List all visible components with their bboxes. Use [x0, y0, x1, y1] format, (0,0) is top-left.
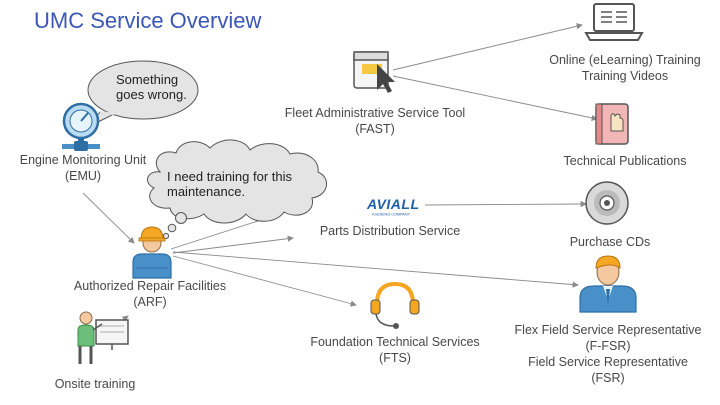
worker-icon: [132, 226, 172, 279]
arf-to-parts-line: [172, 235, 294, 254]
arf-to-fsr-line: [172, 251, 579, 288]
aviall-to-cds-line: [424, 200, 587, 208]
label-line: Field Service Representative: [528, 355, 688, 369]
node-label-parts: Parts Distribution Service: [300, 223, 480, 239]
node-label-fts: Foundation Technical Services (FTS): [295, 334, 495, 366]
book-icon: [595, 103, 629, 145]
label-line: (EMU): [64, 169, 102, 183]
node-label-fast: Fleet Administrative Service Tool (FAST): [270, 105, 480, 137]
label-line: Fleet Administrative Service Tool: [284, 106, 466, 120]
node-label-elearning: Online (eLearning) Training Training Vid…: [530, 52, 720, 84]
label-line: Technical Publications: [563, 154, 687, 168]
fast-to-publications-line: [392, 75, 598, 121]
label-line: (F-FSR): [585, 339, 631, 353]
label-line: Purchase CDs: [569, 235, 651, 249]
aviall-logo-brand: AVIALL: [366, 196, 420, 212]
bubble-line: goes wrong.: [116, 87, 187, 102]
label-line: Training Videos: [581, 69, 669, 83]
bubble-line: Something: [116, 72, 179, 87]
label-line: Authorized Repair Facilities: [73, 279, 227, 293]
arf-to-fts-line: [172, 255, 357, 307]
node-label-onsite: Onsite training: [40, 376, 150, 392]
presentation-icon: [77, 311, 129, 364]
node-label-publications: Technical Publications: [530, 153, 720, 169]
gauge-icon: [62, 102, 100, 151]
bubble-need-training-text: I need training for this maintenance.: [167, 169, 292, 199]
node-label-cds: Purchase CDs: [545, 234, 675, 250]
connectors: [82, 23, 598, 336]
label-line: (FAST): [355, 122, 395, 136]
bubble-line: I need training for this: [167, 169, 293, 184]
headset-icon: [370, 281, 420, 329]
label-line: Engine Monitoring Unit: [19, 153, 147, 167]
cursor-window-icon: [353, 51, 395, 93]
node-label-emu: Engine Monitoring Unit (EMU): [8, 152, 158, 184]
thought-cloud-arf: [146, 139, 327, 240]
label-line: Flex Field Service Representative: [514, 323, 702, 337]
label-line: Onsite training: [54, 377, 136, 391]
label-line: Online (eLearning) Training: [549, 53, 701, 67]
page-title: UMC Service Overview: [34, 8, 262, 33]
aviall-logo-tagline: A BOEING COMPANY: [372, 213, 411, 217]
node-label-fsr: Flex Field Service Representative (F-FSR…: [500, 322, 716, 386]
label-line: Parts Distribution Service: [319, 224, 461, 238]
emu-to-arf-line: [82, 192, 135, 244]
fast-to-elearning-line: [392, 23, 583, 71]
label-line: (FSR): [591, 371, 625, 385]
laptop-icon: [584, 3, 644, 41]
aviall-logo: AVIALL A BOEING COMPANY: [366, 196, 420, 217]
label-line: Foundation Technical Services: [310, 335, 480, 349]
label-line: (ARF): [133, 295, 167, 309]
bubble-something-wrong-text: Something goes wrong.: [116, 72, 187, 102]
person-icon: [579, 255, 637, 313]
label-line: (FTS): [379, 351, 411, 365]
cd-icon: [585, 181, 629, 225]
node-label-arf: Authorized Repair Facilities (ARF): [55, 278, 245, 310]
bubble-line: maintenance.: [167, 184, 246, 199]
